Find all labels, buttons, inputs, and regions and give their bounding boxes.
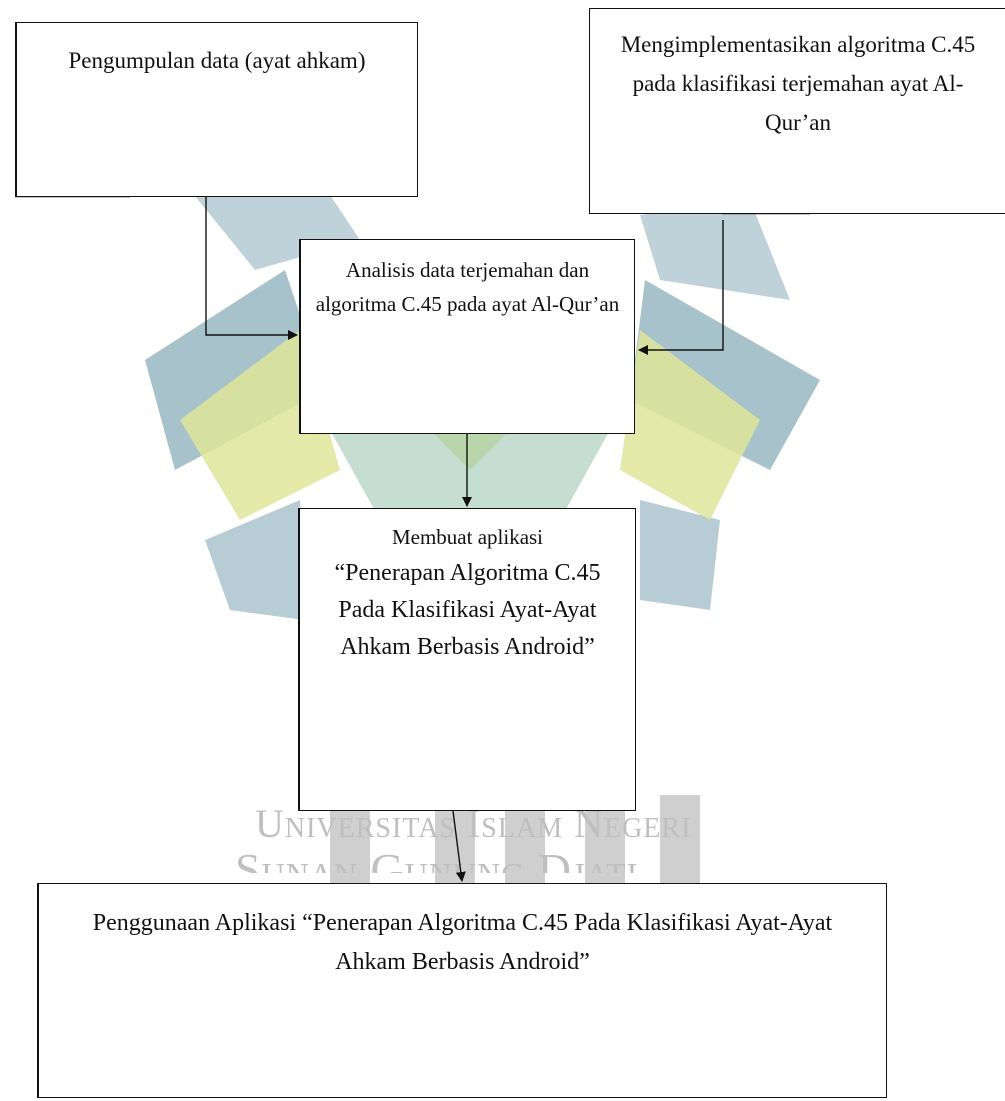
watermark-campus-name: Sunan Gunung Djati xyxy=(235,844,639,873)
step-build-application-lead: Membuat aplikasi xyxy=(391,525,544,549)
logo-lower-left-wedge xyxy=(205,500,305,620)
step-build-application: Membuat aplikasi “Penerapan Algoritma C.… xyxy=(298,508,636,811)
logo-upper-right-wedge xyxy=(640,200,790,300)
step-implement-algorithm: Mengimplementasikan algoritma C.45 pada … xyxy=(589,8,1005,214)
step-data-collection-text: Pengumpulan data (ayat ahkam) xyxy=(68,48,366,73)
step-application-usage: Penggunaan Aplikasi “Penerapan Algoritma… xyxy=(37,883,887,1098)
arrow-build-to-usage xyxy=(452,810,466,882)
logo-n-bar-right xyxy=(660,795,700,885)
step-application-usage-text: Penggunaan Aplikasi “Penerapan Algoritma… xyxy=(92,910,833,975)
step-analysis-text: Analisis data terjemahan dan algoritma C… xyxy=(315,258,620,316)
logo-lower-right-wedge xyxy=(640,500,720,610)
step-build-application-title: “Penerapan Algoritma C.45 Pada Klasifika… xyxy=(334,560,601,660)
step-implement-algorithm-text: Mengimplementasikan algoritma C.45 pada … xyxy=(620,32,976,135)
step-data-collection: Pengumpulan data (ayat ahkam) xyxy=(15,22,418,197)
logo-center-shape xyxy=(330,430,610,520)
logo-star-right xyxy=(620,330,760,520)
step-analysis: Analisis data terjemahan dan algoritma C… xyxy=(299,239,635,434)
arrow-collect-to-analysis xyxy=(205,197,298,340)
arrow-implement-to-analysis xyxy=(638,220,724,355)
